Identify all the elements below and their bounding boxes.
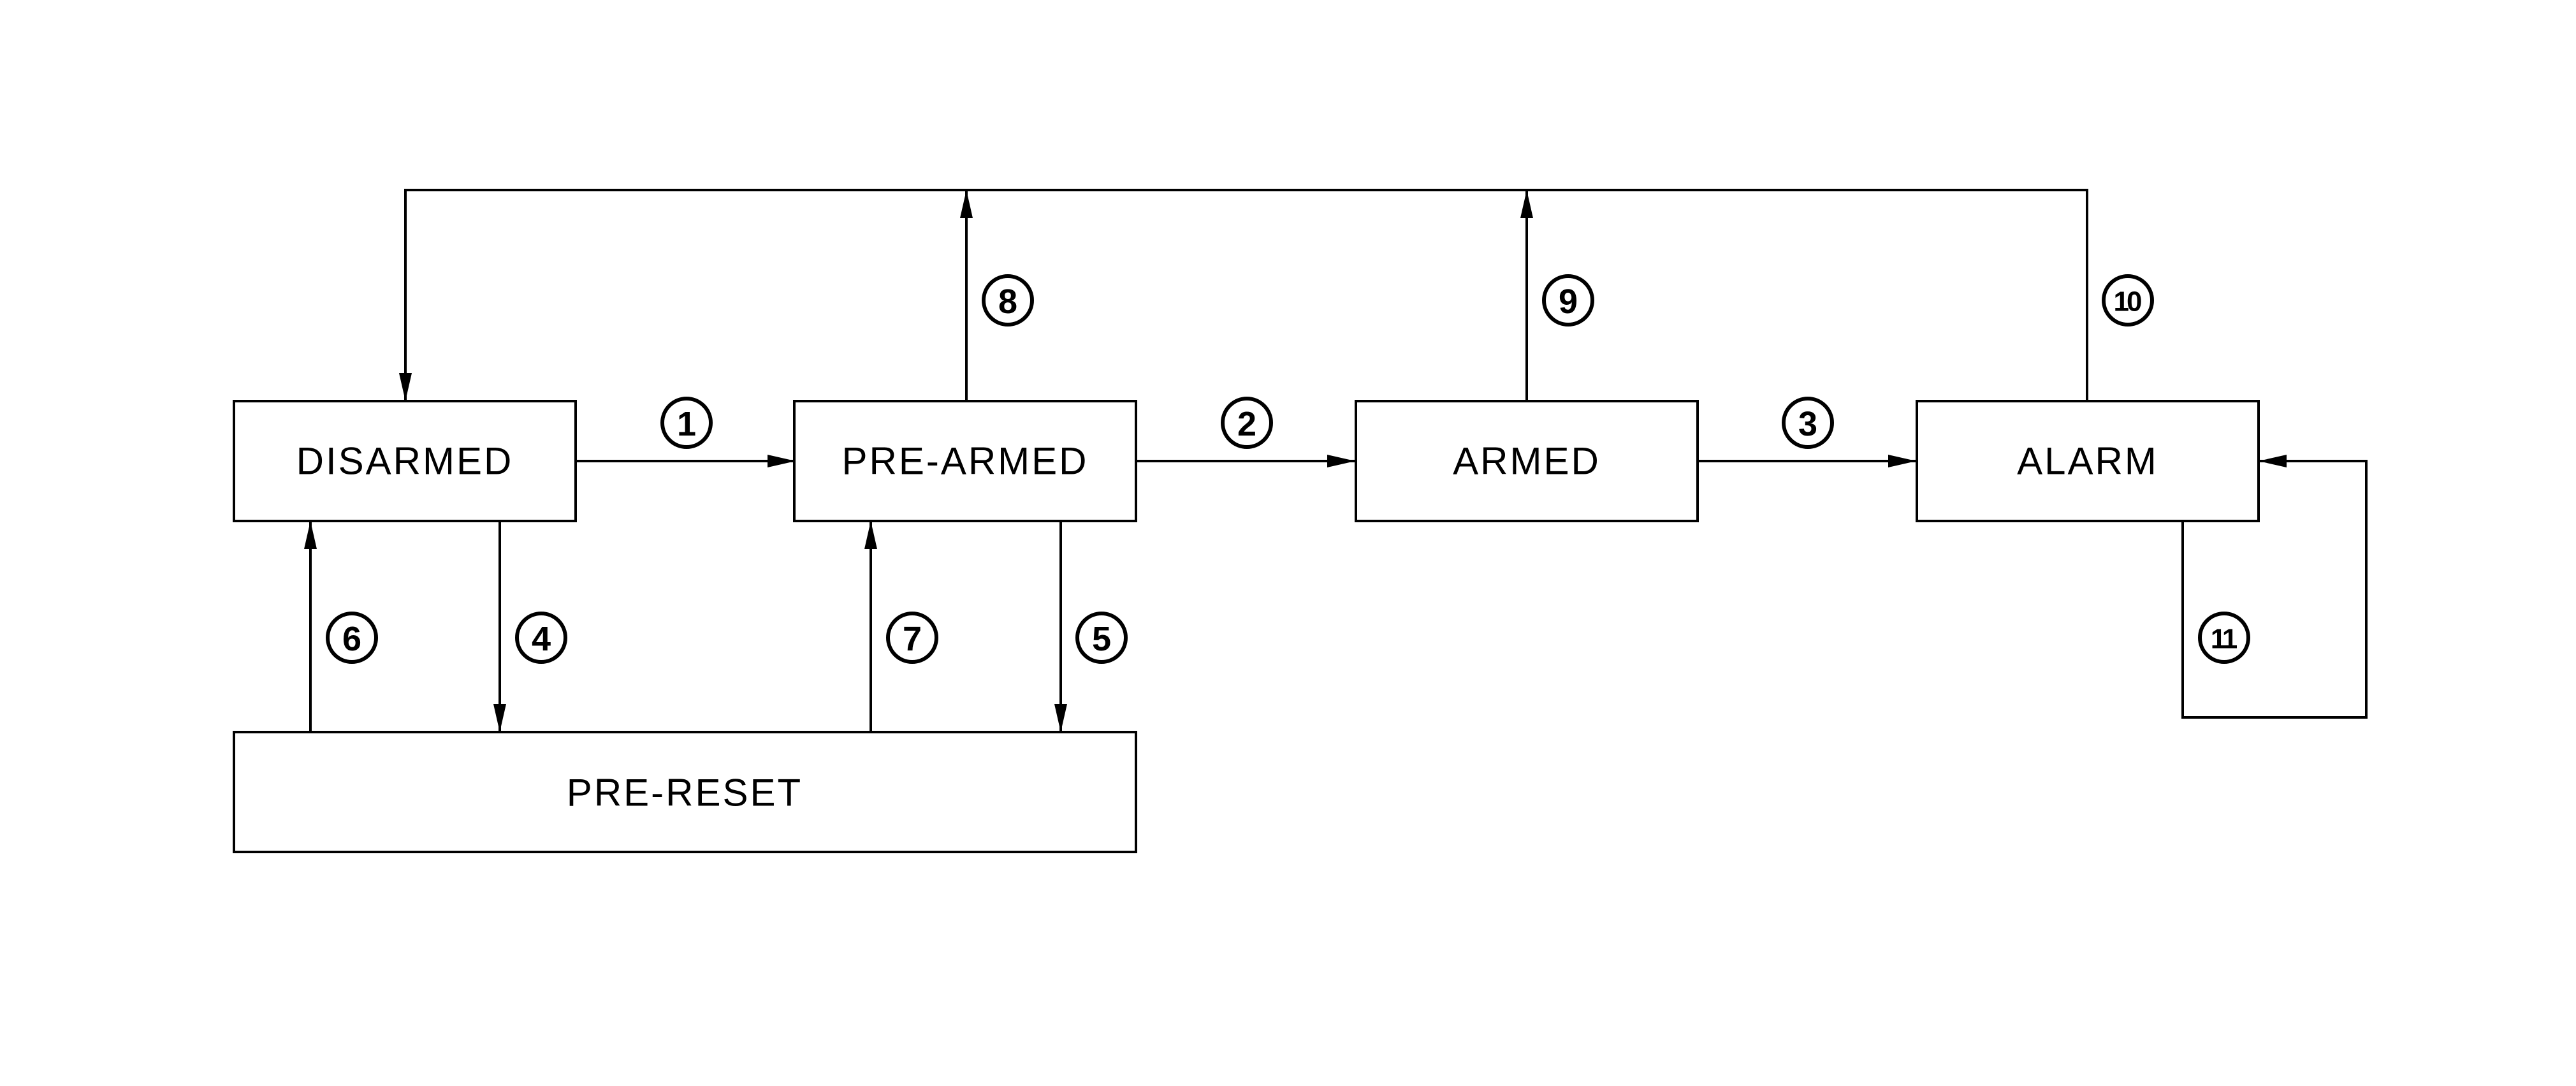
transition-2-number: 2 [1221, 397, 1273, 449]
svg-text:3: 3 [1798, 405, 1817, 443]
svg-text:1: 1 [677, 405, 696, 443]
svg-text:2: 2 [1237, 405, 1256, 443]
svg-text:7: 7 [903, 620, 922, 658]
state-alarm-label: ALARM [2017, 440, 2158, 483]
transition-9-number: 9 [1542, 274, 1594, 327]
transition-10-number: 10 [2102, 274, 2154, 327]
svg-text:4: 4 [532, 620, 551, 658]
transition-8-number: 8 [982, 274, 1034, 327]
state-pre-armed-label: PRE-ARMED [841, 440, 1088, 483]
state-disarmed: DISARMED [233, 400, 577, 522]
transition-6-number: 6 [326, 612, 378, 664]
svg-text:8: 8 [998, 283, 1017, 321]
state-alarm: ALARM [1916, 400, 2260, 522]
transition-5-number: 5 [1075, 612, 1128, 664]
state-pre-reset-label: PRE-RESET [567, 772, 803, 814]
svg-text:6: 6 [342, 620, 361, 658]
state-armed: ARMED [1355, 400, 1699, 522]
transition-1-number: 1 [660, 397, 713, 449]
state-pre-armed: PRE-ARMED [793, 400, 1137, 522]
svg-text:9: 9 [1559, 283, 1578, 321]
transition-11-loop [2181, 455, 2368, 719]
transition-4-number: 4 [515, 612, 567, 664]
transition-7-number: 7 [886, 612, 938, 664]
return-bus-line [399, 189, 2088, 401]
state-armed-label: ARMED [1453, 440, 1601, 483]
state-pre-reset: PRE-RESET [233, 731, 1137, 853]
transition-3-number: 3 [1782, 397, 1834, 449]
svg-text:5: 5 [1092, 620, 1111, 658]
svg-text:10: 10 [2114, 286, 2141, 318]
transition-11-number: 11 [2198, 612, 2250, 664]
state-disarmed-label: DISARMED [296, 440, 514, 483]
svg-text:11: 11 [2211, 624, 2238, 655]
